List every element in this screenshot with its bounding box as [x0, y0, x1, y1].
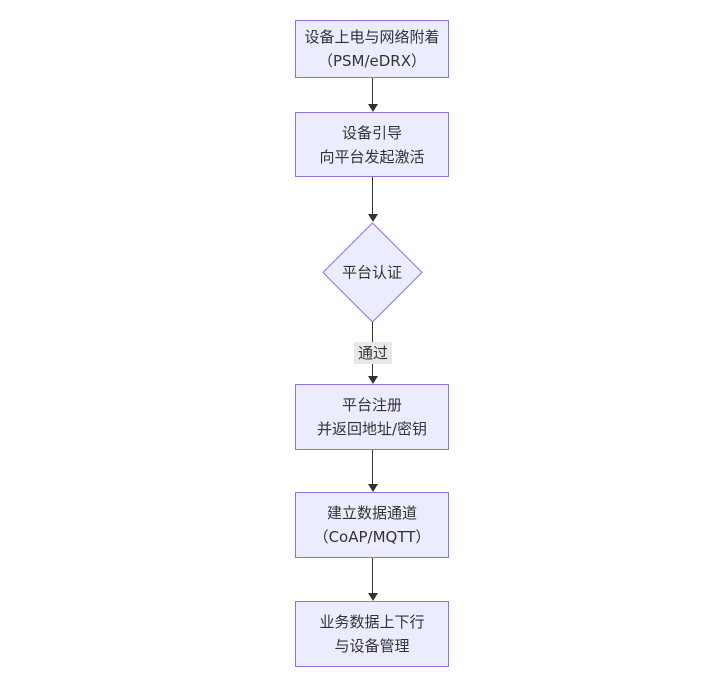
edge-line [372, 450, 373, 484]
edge-line [372, 558, 373, 593]
arrowhead-icon [367, 376, 378, 384]
node-label-line: 向平台发起激活 [319, 147, 425, 166]
edge-line [372, 78, 373, 104]
arrowhead-icon [367, 593, 378, 601]
flow-arrow [367, 450, 378, 492]
node-label-line: 平台注册 [341, 396, 402, 414]
node-label-line: 并返回地址/密钥 [316, 420, 428, 438]
edge-line [372, 177, 373, 214]
node-data-channel: 建立数据通道 （CoAP/MQTT） [295, 492, 449, 558]
decision-label: 平台认证 [341, 263, 403, 282]
node-label-line: 设备上电与网络附着 [304, 28, 440, 46]
node-label-line: （CoAP/MQTT） [313, 528, 431, 546]
flow-arrow [367, 177, 378, 222]
flow-arrow [367, 558, 378, 601]
node-label-line: 建立数据通道 [326, 504, 417, 522]
node-business-data-management: 业务数据上下行 与设备管理 [295, 601, 449, 667]
arrowhead-icon [367, 104, 378, 112]
node-label-line: 业务数据上下行 [319, 613, 425, 631]
flow-arrow [367, 78, 378, 112]
node-power-network-attach: 设备上电与网络附着 （PSM/eDRX） [295, 20, 449, 78]
arrowhead-icon [367, 214, 378, 222]
node-label-line: （PSM/eDRX） [317, 52, 427, 70]
node-platform-register: 平台注册 并返回地址/密钥 [295, 384, 449, 450]
node-label-line: 与设备管理 [334, 637, 410, 655]
arrowhead-icon [367, 484, 378, 492]
edge-label-pass: 通过 [353, 342, 393, 364]
node-label-line: 设备引导 [341, 123, 402, 142]
node-device-bootstrap: 设备引导 向平台发起激活 [295, 112, 449, 177]
